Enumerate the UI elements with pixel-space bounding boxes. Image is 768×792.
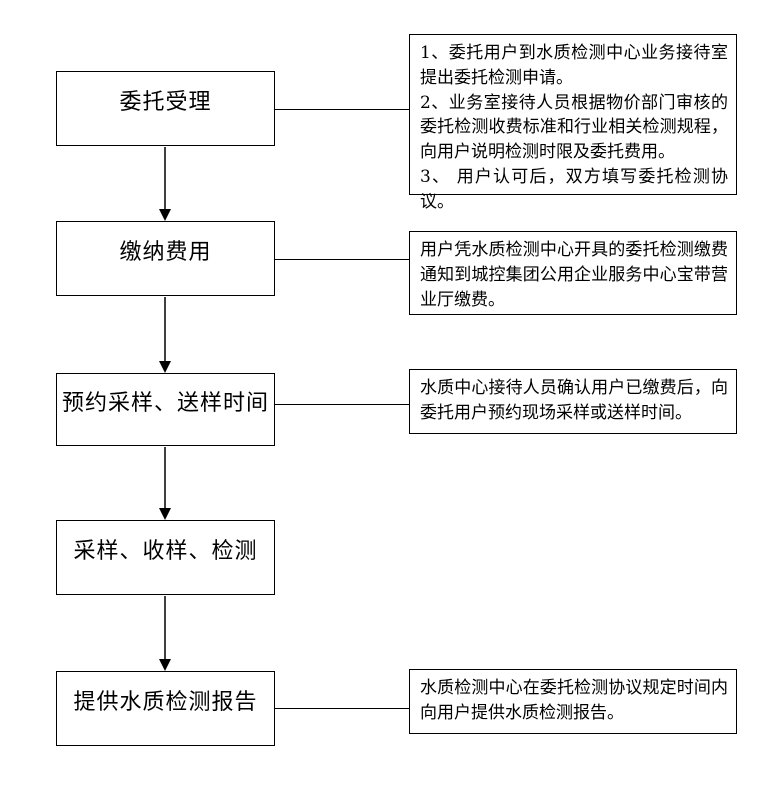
note-scheduling-details: 水质中心接待人员确认用户已缴费后，向委托用户预约现场采样或送样时间。 <box>409 369 737 434</box>
connector-line-2 <box>275 259 409 260</box>
note-text: 水质检测中心在委托检测协议规定时间内向用户提供水质检测报告。 <box>420 678 728 723</box>
note-text: 水质中心接待人员确认用户已缴费后，向委托用户预约现场采样或送样时间。 <box>420 378 728 423</box>
flow-arrow-line-1 <box>164 147 166 209</box>
step-label: 采样、收样、检测 <box>73 538 258 564</box>
step-sampling-receiving-testing: 采样、收样、检测 <box>56 520 275 595</box>
connector-line-1 <box>275 109 410 110</box>
note-report-details: 水质检测中心在委托检测协议规定时间内向用户提供水质检测报告。 <box>409 669 737 734</box>
step-label: 预约采样、送样时间 <box>61 390 269 416</box>
note-commission-acceptance-details: 1、委托用户到水质检测中心业务接待室提出委托检测申请。 2、业务室接待人员根据物… <box>409 34 737 212</box>
arrow-down-icon <box>159 361 171 373</box>
note-text: 用户凭水质检测中心开具的委托检测缴费通知到城控集团公用企业服务中心宝带营业厅缴费… <box>420 240 728 310</box>
step-label: 缴纳费用 <box>119 239 212 265</box>
arrow-down-icon <box>159 209 171 221</box>
connector-line-3 <box>275 404 409 405</box>
flow-arrow-line-3 <box>164 447 166 508</box>
arrow-down-icon <box>159 659 171 671</box>
flow-arrow-line-2 <box>164 297 166 361</box>
step-schedule-sampling-time: 预约采样、送样时间 <box>56 373 275 446</box>
step-pay-fees: 缴纳费用 <box>56 221 275 296</box>
step-label: 提供水质检测报告 <box>73 689 258 715</box>
flow-arrow-line-4 <box>164 596 166 659</box>
note-payment-details: 用户凭水质检测中心开具的委托检测缴费通知到城控集团公用企业服务中心宝带营业厅缴费… <box>409 231 737 315</box>
step-label: 委托受理 <box>119 89 212 115</box>
step-provide-test-report: 提供水质检测报告 <box>56 671 275 746</box>
connector-line-4 <box>275 708 409 709</box>
note-text: 1、委托用户到水质检测中心业务接待室提出委托检测申请。 2、业务室接待人员根据物… <box>420 43 728 212</box>
arrow-down-icon <box>159 508 171 520</box>
step-commission-acceptance: 委托受理 <box>56 71 275 146</box>
